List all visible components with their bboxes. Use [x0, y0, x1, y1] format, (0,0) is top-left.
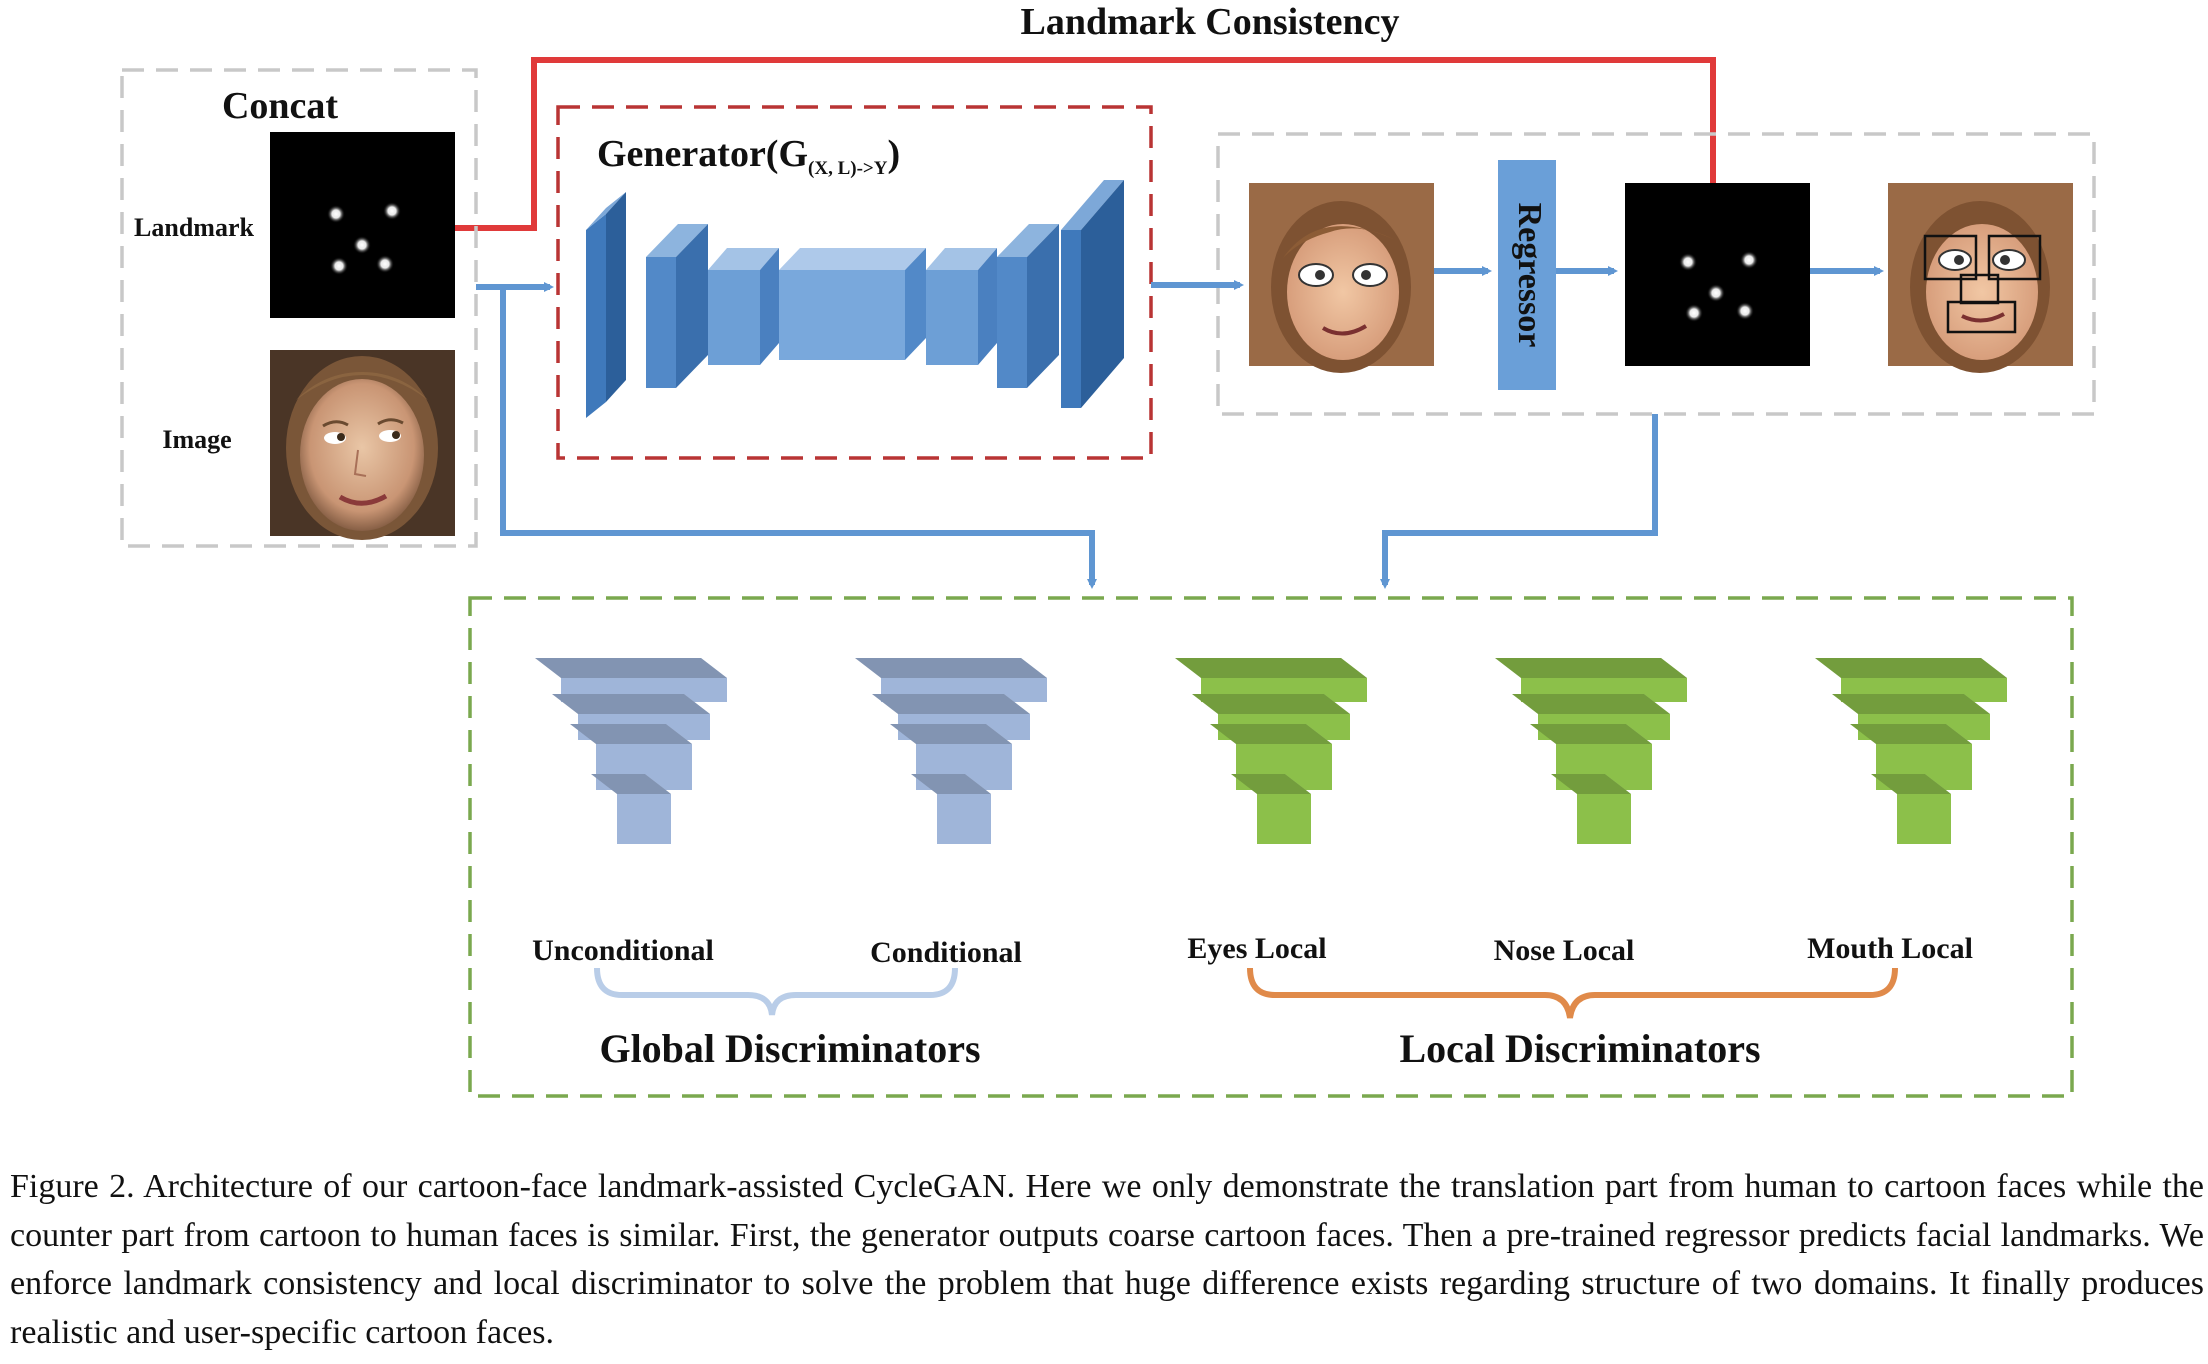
discriminator-layer [890, 724, 1012, 790]
global-discriminators-label: Global Discriminators [599, 1026, 980, 1071]
concat-label: Concat [222, 85, 338, 127]
eye-crop-box-left [1923, 234, 1978, 281]
generator-layer [997, 224, 1059, 388]
discriminator-funnel [535, 658, 727, 844]
discriminator-layer [1551, 774, 1631, 844]
cartoon-face-with-crops [1888, 183, 2073, 373]
generator-label-subscript: (X, L)->Y [808, 158, 888, 179]
discriminator-group [535, 658, 2007, 844]
concat-to-global-discriminator-arrow [500, 287, 1097, 589]
output-to-local-discriminator-arrow [1380, 414, 1658, 589]
generator-layer [926, 248, 997, 365]
architecture-diagram: Landmark Consistency Concat Landmark Ima… [120, 1, 2096, 1098]
figure-caption: Figure 2. Architecture of our cartoon-fa… [10, 1168, 2204, 1351]
discriminator-label-nose-local: Nose Local [1494, 934, 1635, 967]
landmark-consistency-label: Landmark Consistency [1021, 1, 1400, 43]
landmark-heatmap-predicted [1625, 183, 1810, 366]
discriminator-layer [1871, 774, 1951, 844]
discriminator-funnel [1175, 658, 1367, 844]
regressor-label: Regressor [1511, 203, 1548, 348]
landmark-heatmap-input [270, 132, 455, 318]
eye-crop-box-right [1987, 234, 2042, 281]
landmark-label: Landmark [134, 213, 254, 242]
generator-label: Generator(G(X, L)->Y) [597, 133, 900, 179]
discriminator-label-conditional: Conditional [870, 936, 1022, 969]
discriminator-funnel [1495, 658, 1687, 844]
human-face-image [270, 350, 455, 540]
discriminators-box [468, 596, 2074, 1098]
discriminator-layer [911, 774, 991, 844]
generator-network [586, 180, 1124, 418]
mouth-crop-box [1946, 300, 2017, 334]
concat-box [120, 68, 478, 548]
generator-layer [586, 192, 626, 418]
discriminator-layer [591, 774, 671, 844]
discriminator-label-unconditional: Unconditional [532, 934, 714, 967]
generator-label-close: ) [887, 133, 900, 175]
discriminator-layer [1231, 774, 1311, 844]
discriminator-label-eyes-local: Eyes Local [1187, 932, 1326, 965]
global-discriminators-brace [594, 967, 958, 1016]
landmark-consistency-line [455, 57, 1716, 231]
generator-layer [646, 224, 708, 388]
image-label: Image [162, 425, 231, 454]
regressor-block: Regressor [1498, 160, 1556, 390]
generator-layer [708, 248, 779, 365]
generator-layer [779, 248, 926, 360]
discriminator-funnel [855, 658, 1047, 844]
local-discriminators-brace [1247, 967, 1898, 1019]
discriminator-label-mouth-local: Mouth Local [1807, 932, 1973, 965]
generator-label-main: Generator(G [597, 133, 808, 175]
local-discriminators-label: Local Discriminators [1399, 1026, 1760, 1071]
discriminator-funnel [1815, 658, 2007, 844]
generator-layer [1061, 180, 1124, 408]
cartoon-face-output [1249, 183, 1434, 373]
